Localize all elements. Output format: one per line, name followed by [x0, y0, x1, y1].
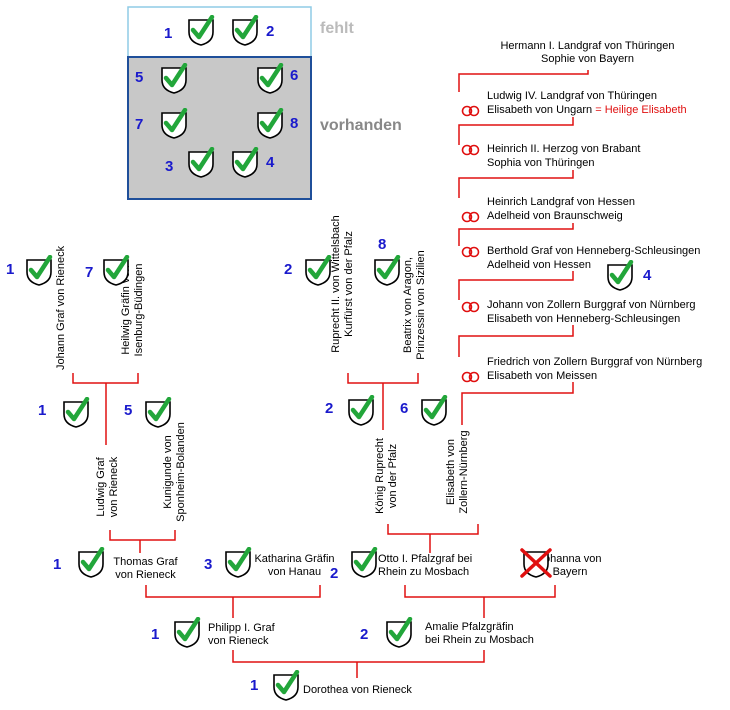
connector-lines	[72, 70, 589, 678]
legend-number-7: 7	[135, 116, 144, 133]
person-number: 1	[151, 626, 160, 643]
person-name-line: Amalie Pfalzgräfin	[425, 621, 514, 633]
person-name-line: von Hanau	[267, 566, 322, 578]
legend-number-6: 6	[290, 67, 299, 84]
person-number: 2	[284, 261, 293, 278]
chain-husband: Heinrich Landgraf von Hessen	[487, 196, 635, 208]
marriage-rings-icon	[461, 371, 481, 383]
person-name-line: Bayern	[552, 566, 588, 578]
person-name: Ludwig Graf von Rieneck	[95, 456, 120, 518]
person-number: 2	[325, 400, 334, 417]
person-number: 2	[360, 626, 369, 643]
person-name: Elisabeth von Zollern-Nürnberg	[445, 430, 470, 514]
person-thomas: Thomas Graf von Rieneck	[108, 556, 183, 582]
checked-shield-icon	[345, 394, 377, 427]
person-name-line: bei Rhein zu Mosbach	[425, 634, 534, 646]
chain-husband: Heinrich II. Herzog von Brabant	[487, 143, 641, 155]
checked-shield-icon	[142, 396, 174, 429]
chain-wife-name: Elisabeth von Ungarn	[487, 104, 593, 116]
checked-shield-icon	[254, 62, 286, 95]
legend-missing-area	[127, 6, 312, 58]
person-name: König Ruprecht von der Pfalz	[374, 438, 399, 514]
chain-husband: Berthold Graf von Henneberg-Schleusingen	[487, 245, 701, 257]
person-otto: Otto I. Pfalzgraf bei Rhein zu Mosbach	[378, 553, 472, 579]
marriage-rings-icon	[461, 105, 481, 117]
chain-wife: Elisabeth von Henneberg-Schleusingen	[487, 313, 681, 325]
chain-wife: Elisabeth von Meissen	[487, 370, 598, 382]
person-name-line: Katharina Gräfin	[254, 553, 335, 565]
checked-shield-icon	[100, 254, 132, 287]
marriage-rings-icon	[461, 144, 481, 156]
checked-shield-icon	[254, 107, 286, 140]
person-number: 6	[400, 400, 409, 417]
legend-number-4: 4	[266, 154, 275, 171]
checked-shield-icon	[222, 546, 254, 579]
checked-shield-icon	[75, 546, 107, 579]
checked-shield-icon	[302, 254, 334, 287]
person-philipp: Philipp I. Graf von Rieneck	[208, 622, 275, 648]
person-name-line: Otto I. Pfalzgraf bei	[378, 553, 473, 565]
checked-shield-icon	[229, 14, 261, 47]
checked-shield-icon	[418, 394, 450, 427]
person-number: 1	[250, 677, 259, 694]
chain-husband: Johann von Zollern Burggraf von Nürnberg	[487, 299, 696, 311]
person-amalie: Amalie Pfalzgräfin bei Rhein zu Mosbach	[425, 621, 534, 647]
person-number: 7	[85, 264, 94, 281]
chain-couple-1: Hermann I. Landgraf von Thüringen Sophie…	[470, 40, 705, 66]
marriage-rings-icon	[461, 301, 481, 313]
person-name-line: Johanna von	[538, 553, 602, 565]
legend-number-2: 2	[266, 23, 275, 40]
marriage-rings-icon	[461, 211, 481, 223]
person-number: 8	[378, 236, 387, 253]
checked-shield-icon	[185, 14, 217, 47]
marriage-rings-icon	[461, 246, 481, 258]
chain-wife: Adelheid von Hessen	[487, 259, 591, 271]
chain-wife: Sophia von Thüringen	[487, 157, 595, 169]
checked-shield-icon	[604, 259, 636, 292]
checked-shield-icon	[383, 616, 415, 649]
checked-shield-icon	[185, 146, 217, 179]
person-number: 3	[204, 556, 213, 573]
person-number: 2	[330, 565, 339, 582]
checked-shield-icon	[23, 254, 55, 287]
person-number: 1	[6, 261, 15, 278]
crossed-shield-icon	[520, 547, 552, 579]
legend-number-8: 8	[290, 115, 299, 132]
checked-shield-icon	[348, 546, 380, 579]
person-name-line: von Rieneck	[115, 569, 176, 581]
person-johanna: Johanna von Bayern	[530, 553, 610, 579]
chain-wife: Sophie von Bayern	[541, 53, 634, 65]
person-number: 4	[643, 267, 652, 284]
checked-shield-icon	[270, 669, 302, 702]
legend-number-3: 3	[165, 158, 174, 175]
checked-shield-icon	[171, 616, 203, 649]
checked-shield-icon	[158, 107, 190, 140]
chain-husband: Hermann I. Landgraf von Thüringen	[500, 40, 675, 52]
person-katharina: Katharina Gräfin von Hanau	[252, 553, 337, 579]
person-name: Beatrix von Aragon, Prinzessin von Sizil…	[402, 250, 427, 360]
person-dorothea: Dorothea von Rieneck	[303, 684, 412, 696]
person-name: Johann Graf von Rieneck	[55, 245, 67, 370]
chain-wife: Elisabeth von Ungarn = Heilige Elisabeth	[487, 104, 687, 117]
person-number: 5	[124, 402, 133, 419]
person-name-line: Rhein zu Mosbach	[378, 566, 470, 578]
legend-missing-label: fehlt	[320, 20, 354, 37]
checked-shield-icon	[158, 62, 190, 95]
chain-husband: Friedrich von Zollern Burggraf von Nürnb…	[487, 356, 703, 368]
chain-husband: Ludwig IV. Landgraf von Thüringen	[487, 90, 658, 102]
person-number: 1	[53, 556, 62, 573]
chain-wife: Adelheid von Braunschweig	[487, 210, 623, 222]
legend-present-label: vorhanden	[320, 117, 402, 134]
checked-shield-icon	[229, 146, 261, 179]
person-number: 1	[38, 402, 47, 419]
person-name-line: Thomas Graf	[113, 556, 178, 568]
checked-shield-icon	[60, 396, 92, 429]
chain-note: = Heilige Elisabeth	[595, 104, 687, 116]
checked-shield-icon	[371, 254, 403, 287]
legend-number-1: 1	[164, 25, 173, 42]
person-name-line: Philipp I. Graf	[208, 622, 275, 634]
legend-number-5: 5	[135, 69, 144, 86]
person-name: Kunigunde von Sponheim-Bolanden	[162, 422, 187, 522]
person-name-line: von Rieneck	[208, 635, 269, 647]
